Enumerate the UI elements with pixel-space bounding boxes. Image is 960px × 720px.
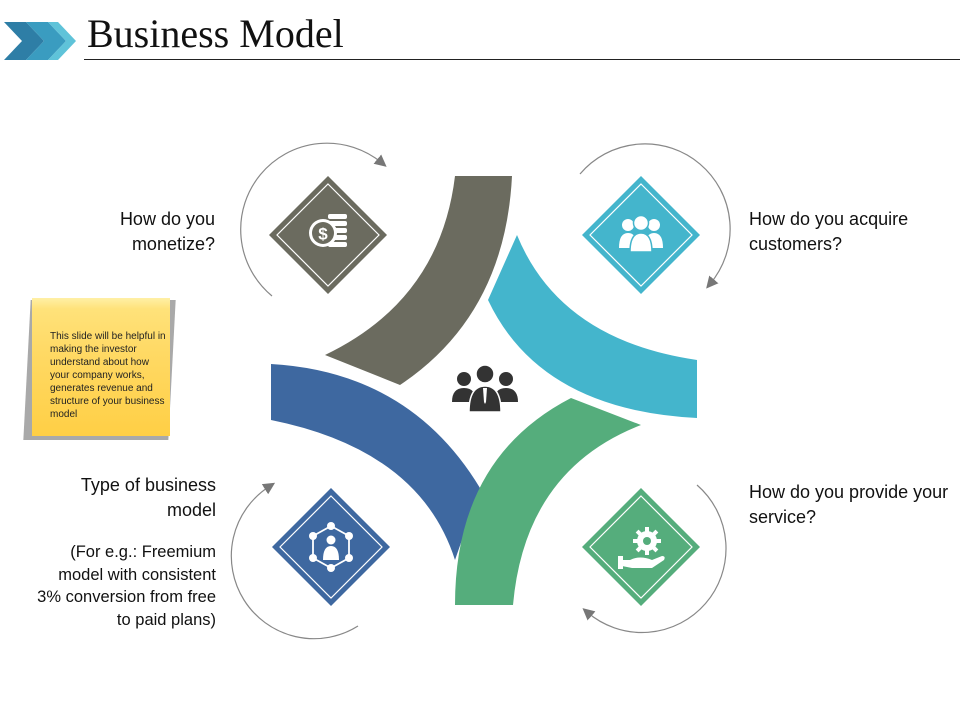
band-green — [455, 398, 641, 605]
sticky-note-text: This slide will be helpful in making the… — [50, 331, 166, 420]
business-team-icon — [452, 364, 518, 413]
business-model-type-label: Type of business model — [80, 475, 216, 520]
cycle-arrow-bottom-right — [582, 484, 727, 634]
band-blue — [271, 364, 480, 560]
band-gray — [325, 176, 512, 385]
business-model-example-text: (For e.g.: Freemium model with consisten… — [37, 543, 216, 629]
cycle-arrow-top-left — [240, 142, 387, 297]
svg-text:$: $ — [318, 225, 328, 244]
dollar-coins-icon: $ — [309, 214, 347, 247]
cycle-arrow-top-right — [579, 143, 731, 289]
hand-gear-icon — [618, 527, 665, 569]
cycle-arrow-bottom-left — [230, 482, 359, 640]
chevron-arrows-icon — [4, 22, 76, 60]
title-divider — [84, 59, 960, 60]
monetize-label: How do you monetize? — [119, 209, 215, 254]
page-title: Business Model — [87, 11, 344, 56]
people-group-icon — [619, 214, 663, 253]
acquire-customers-label: How do you acquire customers? — [749, 209, 909, 254]
band-teal — [488, 235, 697, 418]
sticky-note — [32, 298, 170, 436]
network-person-icon — [309, 522, 353, 572]
provide-service-label: How do you provide your service? — [749, 482, 949, 527]
